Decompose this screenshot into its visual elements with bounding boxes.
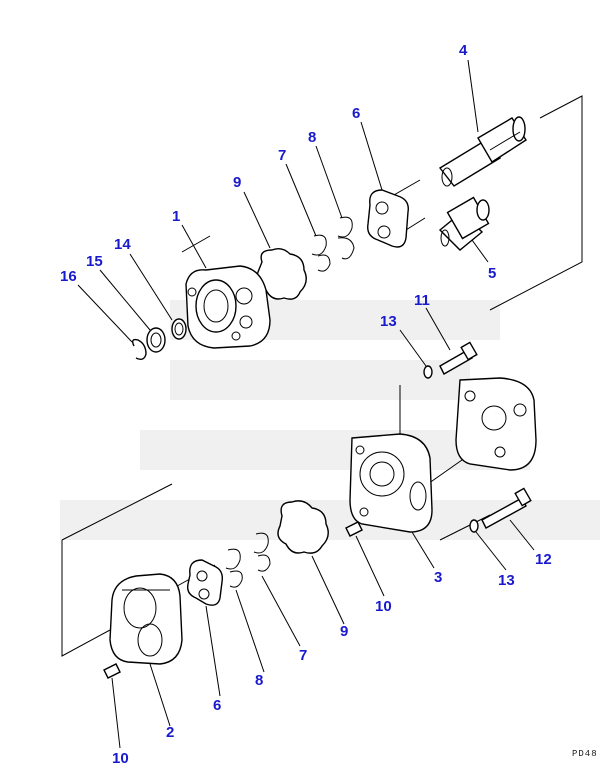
washer-part-13-lower[interactable] [469, 519, 479, 533]
bearing-part-15[interactable] [146, 327, 166, 353]
washer-part-13-upper[interactable] [423, 365, 433, 379]
callout-11: 11 [414, 292, 430, 309]
driven-gear-part-5[interactable] [438, 196, 490, 251]
callout-8-upper: 8 [308, 129, 316, 146]
callout-14: 14 [114, 236, 131, 253]
drive-shaft-part-4[interactable] [438, 116, 527, 187]
callout-3: 3 [434, 569, 442, 586]
callout-2: 2 [166, 724, 174, 741]
callout-15: 15 [86, 253, 103, 270]
rear-cover[interactable] [455, 377, 537, 471]
gear-housing-part-3[interactable] [349, 433, 433, 533]
washer-part-14[interactable] [171, 318, 187, 340]
callout-13-upper: 13 [380, 313, 397, 330]
callout-7-upper: 7 [278, 147, 286, 164]
leader-lines [77, 59, 535, 749]
backup-ring-part-8-lower[interactable] [225, 548, 243, 588]
snap-ring-part-16[interactable] [131, 338, 147, 361]
gear-housing-part-2[interactable] [109, 573, 183, 665]
gasket-part-9-lower[interactable] [277, 500, 329, 554]
callout-9-upper: 9 [233, 174, 241, 191]
drawing-code: PD48 [572, 749, 598, 759]
callout-12: 12 [535, 551, 552, 568]
dowel-pin-part-10-lower[interactable] [103, 663, 121, 679]
callout-5: 5 [488, 265, 496, 282]
bushing-plate-part-6-upper[interactable] [367, 189, 409, 248]
callout-16: 16 [60, 268, 77, 285]
seal-part-7-upper[interactable] [311, 234, 331, 272]
callout-9-lower: 9 [340, 623, 348, 640]
backup-ring-part-8-upper[interactable] [337, 216, 355, 260]
bolt-part-11[interactable] [439, 341, 478, 375]
callouts: 4 6 8 7 9 1 14 15 16 5 11 13 12 3 13 10 … [60, 42, 552, 767]
dowel-pin-part-10-upper[interactable] [345, 521, 363, 537]
callout-10-upper: 10 [375, 598, 392, 615]
front-cover-part-1[interactable] [185, 265, 271, 349]
callout-10-lower: 10 [112, 750, 129, 767]
bolt-part-12[interactable] [481, 487, 532, 529]
callout-8-lower: 8 [255, 672, 263, 689]
callout-6-upper: 6 [352, 105, 360, 122]
callout-6-lower: 6 [213, 697, 221, 714]
callout-1: 1 [172, 208, 180, 225]
bushing-plate-part-6-lower[interactable] [186, 559, 224, 606]
seal-part-7-lower[interactable] [253, 532, 271, 572]
callout-4: 4 [459, 42, 468, 59]
callout-7-lower: 7 [299, 647, 307, 664]
callout-13-lower: 13 [498, 572, 515, 589]
